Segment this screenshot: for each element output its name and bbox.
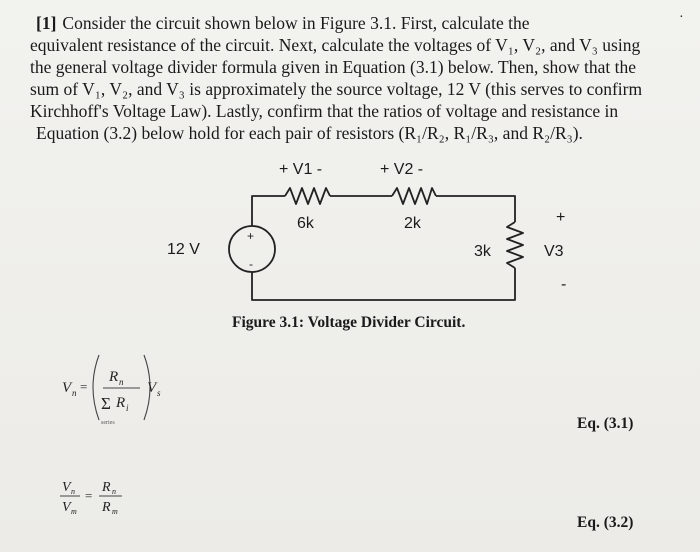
problem-number: [1] xyxy=(36,13,57,33)
eq2-r-numerator: R xyxy=(101,480,111,495)
eq2-v-numerator: V xyxy=(62,480,72,495)
eq2-v-denominator-sub: m xyxy=(71,507,77,516)
wire-left-top xyxy=(251,195,285,226)
problem-line-4: sum of V₁, V₂, and V₃ is approximately t… xyxy=(30,79,643,99)
resistor-r3 xyxy=(506,221,524,269)
eq2-r-denominator: R xyxy=(101,500,111,515)
eq2-r-denominator-sub: m xyxy=(112,507,118,516)
problem-line-2: equivalent resistance of the circuit. Ne… xyxy=(30,35,641,55)
eq1-lhs: V xyxy=(62,380,73,396)
wire-right-top xyxy=(436,195,516,222)
eq1-rhs-sub: s xyxy=(157,388,161,398)
problem-line-6: Equation (3.2) below hold for each pair … xyxy=(36,123,583,143)
eq1-under-label: series xyxy=(101,420,115,426)
eq1-lhs-sub: n xyxy=(72,388,77,398)
eq1-numerator-sub: n xyxy=(119,377,124,387)
eq1-sigma: Σ xyxy=(101,394,111,413)
eq1-denominator-sub: i xyxy=(126,403,129,413)
eq1-equals: = xyxy=(80,379,87,394)
eq1-numerator: R xyxy=(108,369,118,385)
source-value: 12 V xyxy=(167,241,200,258)
problem-statement: [1]Consider the circuit shown below in F… xyxy=(30,12,686,144)
r1-value: 6k xyxy=(297,215,315,232)
voltage-source xyxy=(228,225,276,273)
eq-3-1-label: Eq. (3.1) xyxy=(577,415,634,432)
resistor-r2 xyxy=(391,187,437,205)
problem-line-5: Kirchhoff's Voltage Law). Lastly, confir… xyxy=(30,101,619,121)
eq2-equals: = xyxy=(85,488,92,503)
problem-line-1: [1]Consider the circuit shown below in F… xyxy=(36,13,530,33)
v3-minus: - xyxy=(561,276,566,293)
v2-label: + V2 - xyxy=(380,161,423,178)
eq-3-2-label: Eq. (3.2) xyxy=(577,514,634,531)
figure-caption: Figure 3.1: Voltage Divider Circuit. xyxy=(232,314,466,331)
equation-3-1: V n = R n Σ R i series V s xyxy=(62,354,161,426)
v3-name: V3 xyxy=(544,243,564,260)
eq1-left-paren xyxy=(92,354,100,421)
eq2-v-numerator-sub: n xyxy=(71,487,75,496)
v3-plus: + xyxy=(556,209,565,226)
source-plus-sign: + xyxy=(247,229,254,243)
eq1-denominator: R xyxy=(115,395,125,411)
eq1-rhs: V xyxy=(147,380,158,396)
eq2-r-numerator-sub: n xyxy=(112,487,116,496)
r2-value: 2k xyxy=(404,215,422,232)
eq2-v-denominator: V xyxy=(62,500,72,515)
source-minus-sign: - xyxy=(249,257,253,271)
eq1-right-paren xyxy=(143,354,151,421)
resistor-r1 xyxy=(284,187,331,205)
equation-3-2: V n V m = R n R m xyxy=(60,480,122,516)
stray-mark: · xyxy=(679,10,684,25)
problem-line-3: the general voltage divider formula give… xyxy=(30,57,637,77)
v1-label: + V1 - xyxy=(279,161,322,178)
r3-value: 3k xyxy=(474,243,492,260)
wire-bottom xyxy=(251,268,516,301)
